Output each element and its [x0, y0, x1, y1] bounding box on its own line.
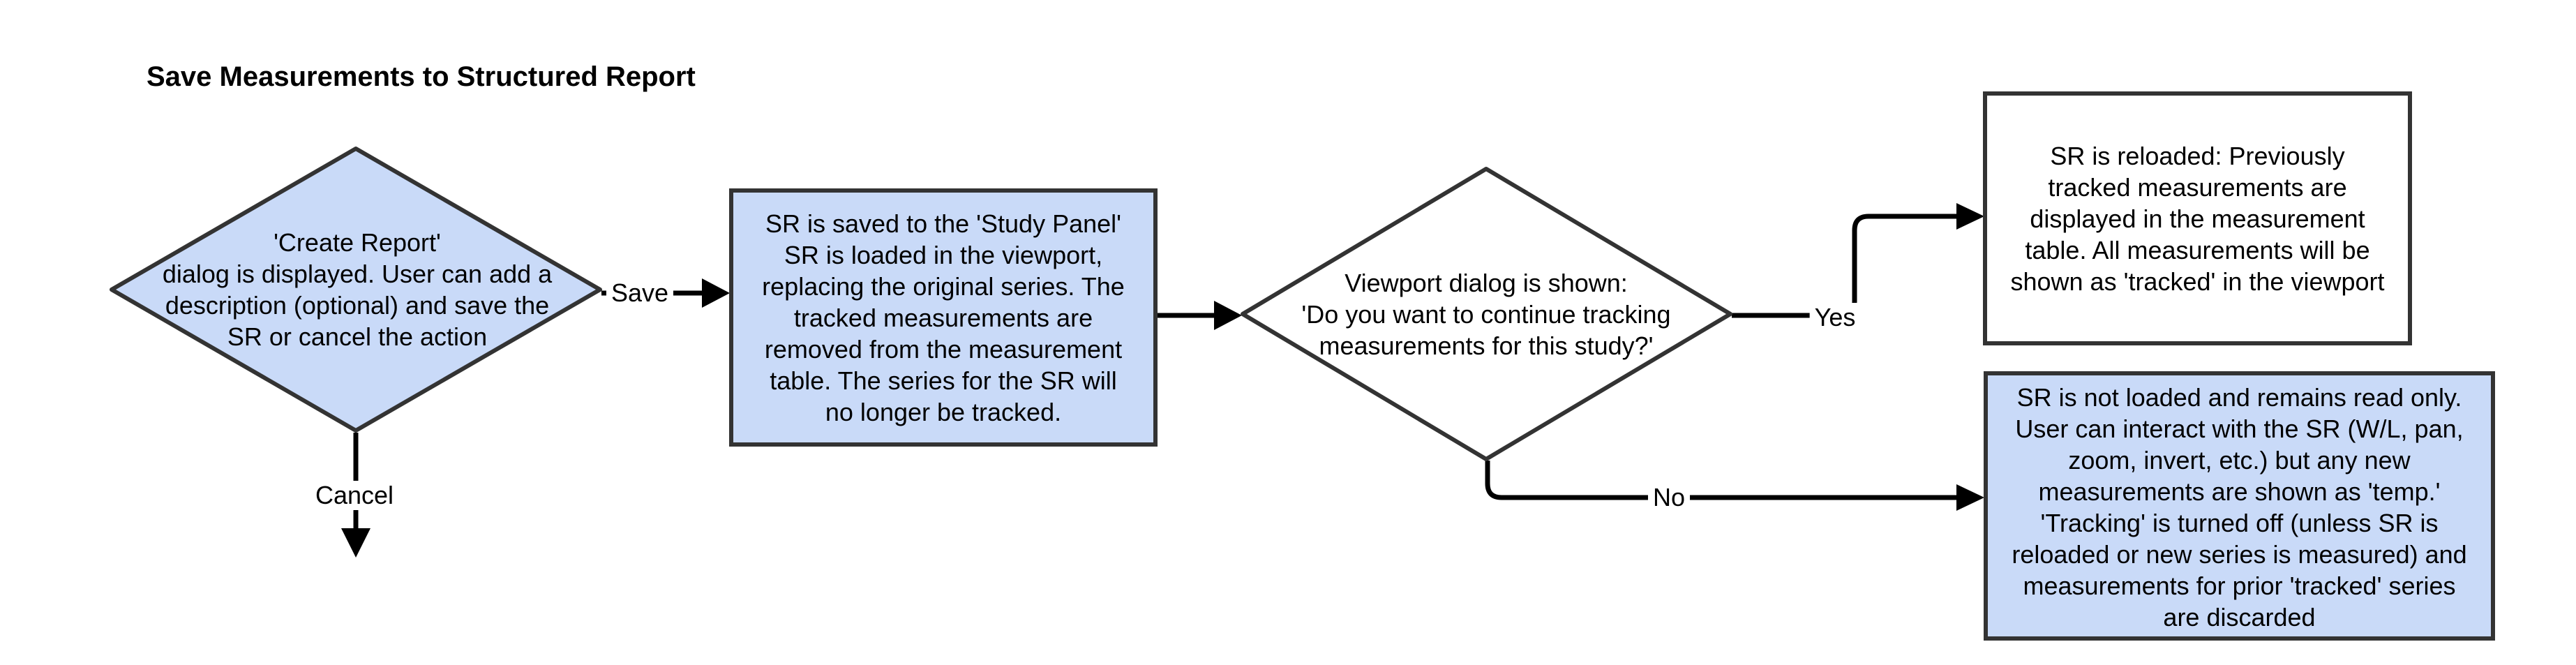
viewport-dialog-decision-text: Viewport dialog is shown: 'Do you want t…: [1256, 267, 1716, 361]
text-line: SR is loaded in the viewport,: [784, 241, 1103, 269]
text-line: SR or cancel the action: [227, 322, 488, 351]
text-line: SR is reloaded: Previously: [2050, 142, 2345, 170]
text-line: 'Tracking' is turned off (unless SR is: [2040, 509, 2439, 537]
sr-reloaded-result-text: SR is reloaded: Previously tracked measu…: [1985, 140, 2410, 297]
text-line: table. All measurements will be: [2025, 236, 2370, 264]
text-line: SR is saved to the 'Study Panel': [765, 209, 1122, 238]
page-title: Save Measurements to Structured Report: [147, 61, 696, 92]
save-arrowhead: [702, 278, 730, 308]
text-line: Viewport dialog is shown:: [1345, 269, 1628, 297]
text-line: SR is not loaded and remains read only.: [2016, 383, 2462, 412]
text-line: User can interact with the SR (W/L, pan,: [2015, 414, 2464, 443]
text-line: 'Do you want to continue tracking: [1301, 300, 1671, 329]
text-line: replacing the original series. The: [762, 272, 1125, 301]
text-line: 'Create Report': [274, 228, 441, 257]
text-line: tracked measurements are: [2048, 173, 2347, 202]
edge-label-yes: Yes: [1809, 303, 1861, 332]
text-line: shown as 'tracked' in the viewport: [2010, 267, 2385, 296]
text-line: removed from the measurement: [764, 335, 1123, 364]
text-line: dialog is displayed. User can add a: [162, 260, 553, 288]
create-report-decision-text: 'Create Report' dialog is displayed. Use…: [134, 227, 581, 352]
create-report-decision-shape: [110, 147, 602, 433]
viewport-dialog-decision-shape: [1241, 167, 1732, 461]
text-line: reloaded or new series is measured) and: [2012, 540, 2467, 569]
process-to-decision-arrowhead: [1214, 301, 1242, 330]
text-line: description (optional) and save the: [165, 291, 550, 320]
sr-saved-process-text: SR is saved to the 'Study Panel' SR is l…: [731, 208, 1155, 428]
edge-label-no: No: [1647, 483, 1691, 512]
sr-reloaded-result-shape: [1983, 91, 2412, 345]
text-line: measurements are shown as 'temp.': [2038, 477, 2441, 506]
sr-not-loaded-result-text: SR is not loaded and remains read only. …: [1986, 382, 2493, 633]
text-line: table. The series for the SR will: [770, 366, 1117, 395]
text-line: tracked measurements are: [793, 304, 1093, 332]
text-line: measurements for prior 'tracked' series: [2023, 571, 2456, 600]
no-arrowhead: [1956, 484, 1984, 511]
text-line: no longer be tracked.: [825, 398, 1062, 426]
text-line: measurements for this study?': [1319, 331, 1654, 360]
cancel-arrowhead: [341, 528, 370, 558]
text-line: are discarded: [2163, 603, 2316, 632]
yes-connector-line: [1732, 214, 1958, 318]
text-line: displayed in the measurement: [2030, 204, 2365, 233]
edge-label-cancel: Cancel: [310, 481, 399, 510]
sr-not-loaded-result-shape: [1984, 371, 2495, 641]
no-connector-line: [1485, 461, 1958, 500]
edge-label-save: Save: [606, 278, 674, 308]
sr-saved-process-shape: [729, 188, 1158, 447]
yes-arrowhead: [1956, 203, 1984, 230]
text-line: zoom, invert, etc.) but any new: [2068, 446, 2411, 475]
